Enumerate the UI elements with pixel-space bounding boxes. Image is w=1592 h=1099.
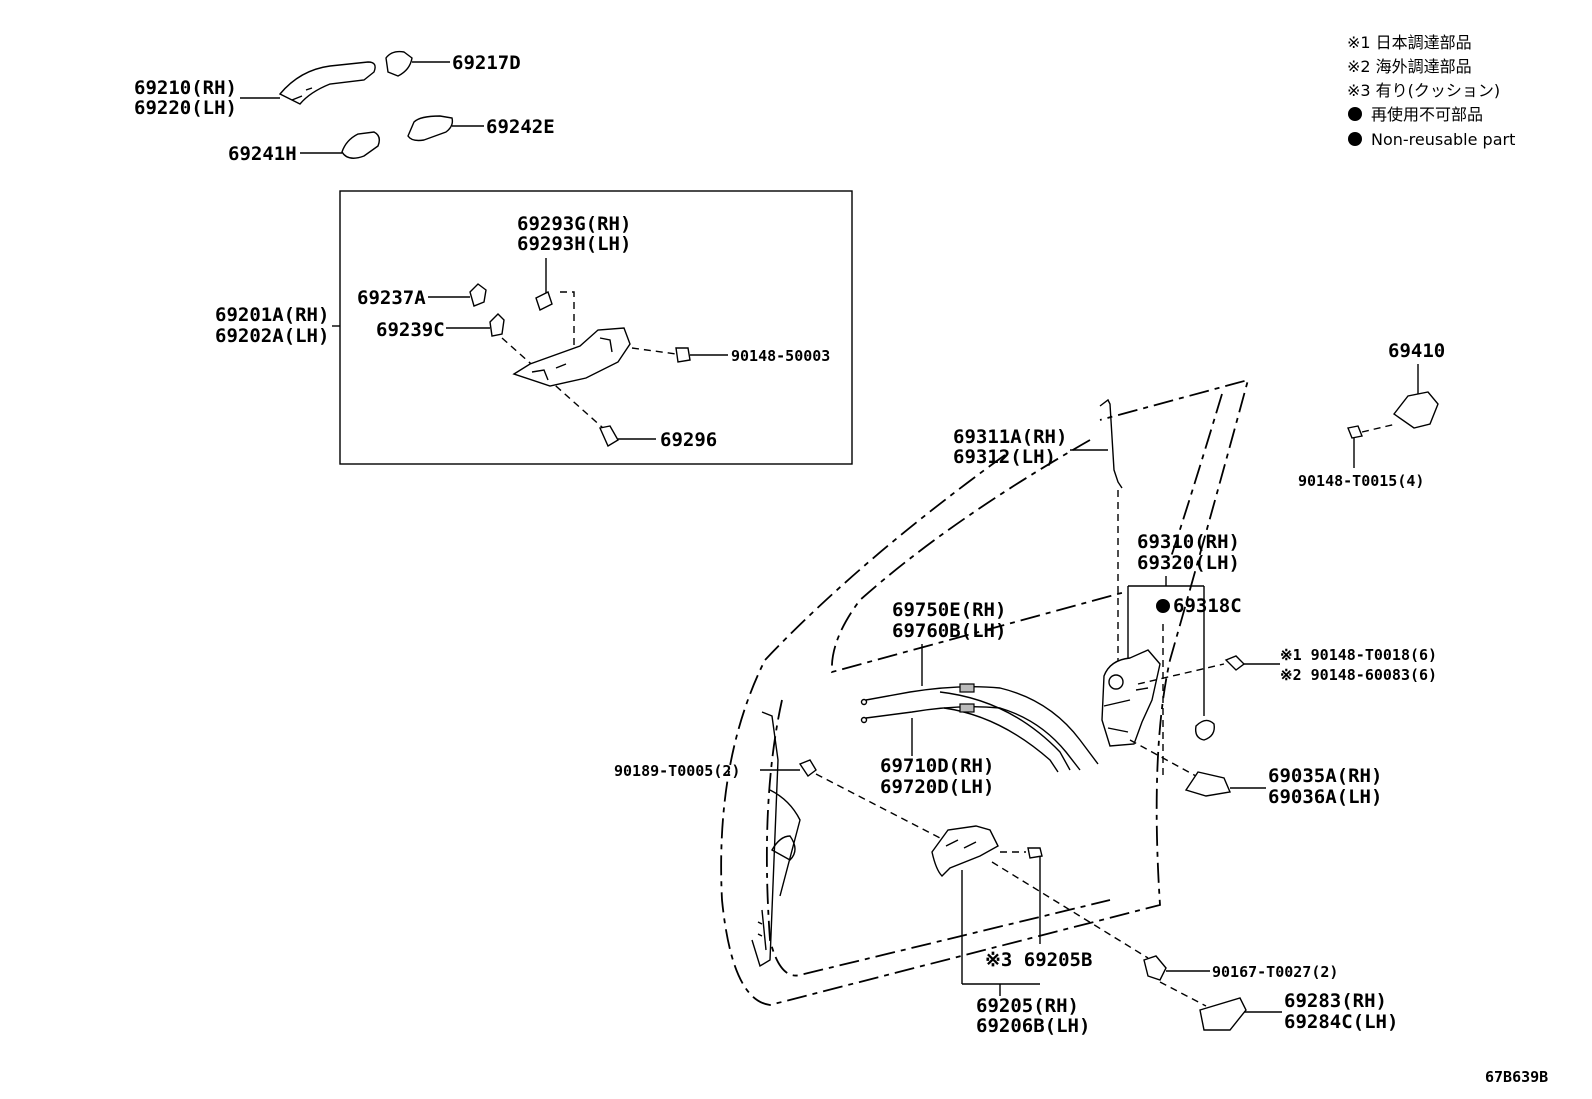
label-69320: 69320(LH) bbox=[1137, 552, 1240, 574]
label-90167-T0027: 90167-T0027(2) bbox=[1212, 963, 1338, 981]
label-69239C: 69239C bbox=[376, 319, 445, 341]
label-69217D: 69217D bbox=[452, 52, 521, 74]
lock-rod-group: 69311A(RH) 69312(LH) bbox=[953, 398, 1123, 676]
label-69205B: ※3 69205B bbox=[985, 949, 1092, 971]
label-69210: 69210(RH) bbox=[134, 77, 237, 99]
label-69311A: 69311A(RH) bbox=[953, 426, 1067, 448]
label-69296: 69296 bbox=[660, 429, 717, 451]
label-69410: 69410 bbox=[1388, 340, 1445, 362]
label-69202A: 69202A(LH) bbox=[215, 325, 329, 347]
door-outline bbox=[720, 378, 1250, 1006]
label-69720D: 69720D(LH) bbox=[880, 776, 994, 798]
striker-part bbox=[1392, 391, 1439, 429]
door-lock-part bbox=[1101, 649, 1161, 747]
label-90189-T0005: 90189-T0005(2) bbox=[614, 762, 740, 780]
cushion-part bbox=[1027, 847, 1043, 859]
label-69201A: 69201A(RH) bbox=[215, 304, 329, 326]
drawing-number: 67B639B bbox=[1485, 1068, 1548, 1086]
label-90148-60083: ※2 90148-60083(6) bbox=[1280, 666, 1437, 684]
note-non-reusable-en: Non-reusable part bbox=[1371, 130, 1515, 149]
legend: ※1 日本調達部品 ※2 海外調達部品 ※3 有り(クッション) 再使用不可部品… bbox=[1347, 33, 1515, 149]
label-69293G: 69293G(RH) bbox=[517, 213, 631, 235]
label-69241H: 69241H bbox=[228, 143, 297, 165]
note-cushion: ※3 有り(クッション) bbox=[1347, 81, 1500, 100]
non-reusable-dot-icon bbox=[1348, 107, 1362, 121]
label-69310: 69310(RH) bbox=[1137, 531, 1240, 553]
label-69283: 69283(RH) bbox=[1284, 990, 1387, 1012]
label-69318C: 69318C bbox=[1173, 595, 1242, 617]
handle-frame-box: 69201A(RH) 69202A(LH) 69293G(RH) 69293H(… bbox=[215, 190, 853, 465]
label-69206B: 69206B(LH) bbox=[976, 1015, 1090, 1037]
screw-part bbox=[1143, 955, 1167, 981]
handle-pad-part bbox=[407, 115, 454, 142]
handle-gasket-part bbox=[341, 131, 381, 159]
label-69237A: 69237A bbox=[357, 287, 426, 309]
label-69205: 69205(RH) bbox=[976, 995, 1079, 1017]
striker-group: 69410 90148-T0015(4) bbox=[1298, 340, 1445, 490]
lock-cover-part bbox=[1184, 771, 1231, 797]
frame-clip-part bbox=[535, 291, 553, 311]
note-japan-sourced: ※1 日本調達部品 bbox=[1347, 33, 1472, 52]
bolt-part bbox=[675, 347, 691, 363]
lock-cushion-part bbox=[1194, 719, 1215, 741]
label-69312: 69312(LH) bbox=[953, 446, 1056, 468]
frame-border bbox=[339, 190, 853, 465]
label-69293H: 69293H(LH) bbox=[517, 233, 631, 255]
label-69710D: 69710D(RH) bbox=[880, 755, 994, 777]
inside-handle-part bbox=[931, 825, 999, 877]
outside-handle-group: 69210(RH) 69220(LH) 69217D 69242E 69241H bbox=[134, 50, 555, 165]
label-69220: 69220(LH) bbox=[134, 97, 237, 119]
inside-handle-group: 90189-T0005(2) ※3 69205B 69205(RH) 69206… bbox=[614, 759, 1398, 1037]
label-69035A: 69035A(RH) bbox=[1268, 765, 1382, 787]
label-90148-T0018: ※1 90148-T0018(6) bbox=[1280, 646, 1437, 664]
non-reusable-dot-icon bbox=[1348, 132, 1362, 146]
handle-cover-part bbox=[1199, 997, 1247, 1031]
non-reusable-dot-icon bbox=[1156, 599, 1170, 613]
label-69036A: 69036A(LH) bbox=[1268, 786, 1382, 808]
clip-part bbox=[469, 283, 487, 307]
label-69760B: 69760B(LH) bbox=[892, 620, 1006, 642]
door-lock-group: 69310(RH) 69320(LH) 69318C ※1 90148-T001… bbox=[1101, 531, 1437, 808]
handle-cap-part bbox=[385, 50, 413, 77]
clip-part bbox=[798, 759, 817, 778]
note-non-reusable-ja: 再使用不可部品 bbox=[1371, 105, 1483, 124]
label-90148-50003: 90148-50003 bbox=[731, 347, 830, 365]
outside-handle-part bbox=[278, 61, 376, 105]
note-overseas-sourced: ※2 海外調達部品 bbox=[1347, 57, 1472, 76]
handle-frame-part bbox=[512, 327, 631, 387]
screw-part bbox=[1347, 425, 1363, 439]
screw-part bbox=[599, 425, 619, 448]
label-69242E: 69242E bbox=[486, 116, 555, 138]
screw-part bbox=[1224, 655, 1246, 671]
label-69284C: 69284C(LH) bbox=[1284, 1011, 1398, 1033]
cable-group: 69750E(RH) 69760B(LH) 69710D(RH) 69720D(… bbox=[860, 599, 1099, 798]
clip-part bbox=[489, 313, 505, 337]
label-69750E: 69750E(RH) bbox=[892, 599, 1006, 621]
label-90148-T0015: 90148-T0015(4) bbox=[1298, 472, 1424, 490]
